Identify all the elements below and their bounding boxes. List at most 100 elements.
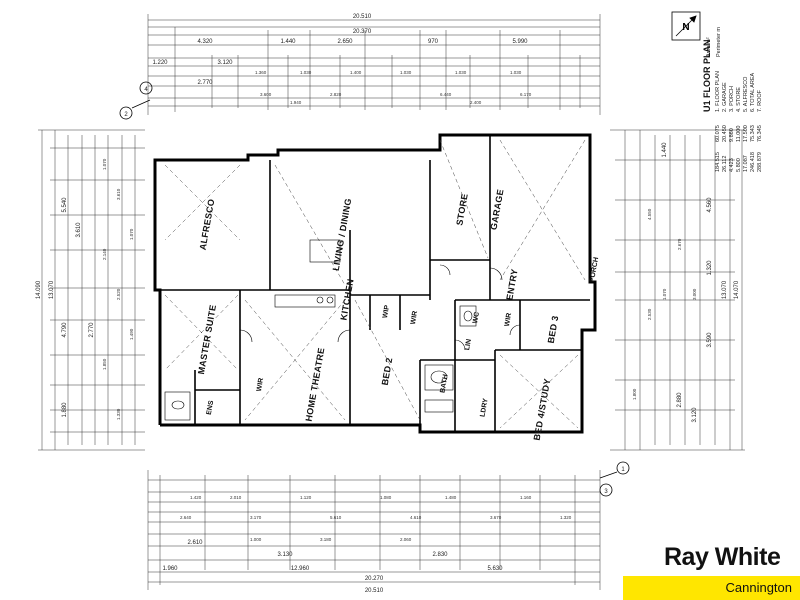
marker-3: 3 <box>604 489 608 495</box>
dim-left-e: 2.770 <box>89 322 95 338</box>
schedule-row-label: 7. ROOF <box>757 89 763 112</box>
room-linen: LIN <box>464 339 473 351</box>
svg-text:3.180: 3.180 <box>320 537 332 542</box>
dim-bottom-d: 2.610 <box>187 540 203 546</box>
svg-text:1.030: 1.030 <box>300 70 312 75</box>
dim-bottom-overall: 20.510 <box>365 588 384 594</box>
dim-top-b: 1.440 <box>280 39 296 45</box>
schedule-row-area: 26.112 <box>722 156 728 172</box>
schedule-row-perimeter: 9.860 <box>729 128 735 142</box>
room-bed-3: BED 3 <box>546 315 561 344</box>
right-dimensions <box>610 129 745 451</box>
dim-top-d: 970 <box>428 39 439 45</box>
schedule-row-area: 4.423 <box>729 158 735 172</box>
svg-text:4.610: 4.610 <box>410 515 422 520</box>
dim-bottom-a: 12.960 <box>291 566 310 572</box>
svg-text:2.640: 2.640 <box>180 515 192 520</box>
dim-top-f: 1.220 <box>152 60 168 66</box>
svg-text:6.440: 6.440 <box>440 92 452 97</box>
marker-2: 2 <box>124 112 128 118</box>
svg-text:5.610: 5.610 <box>330 515 342 520</box>
dim-right-sub: 13.070 <box>722 280 728 299</box>
schedule-row-area: 184.515 <box>715 152 721 172</box>
svg-text:2.010: 2.010 <box>230 495 242 500</box>
dim-top-sub: 20.370 <box>353 29 372 35</box>
schedule-row-area: 246.418 <box>750 152 756 172</box>
room-wir-3: WIR <box>504 312 513 327</box>
schedule-row-area: 288.879 <box>757 152 763 172</box>
schedule-row-perimeter: 60.075 <box>715 125 721 142</box>
marker-4: 4 <box>144 87 148 93</box>
svg-text:1.000: 1.000 <box>250 537 262 542</box>
svg-text:3.000: 3.000 <box>692 288 697 300</box>
schedule-row-area: 5.800 <box>736 158 742 172</box>
svg-text:1.080: 1.080 <box>380 495 392 500</box>
schedule-row-label: 3. PORCH <box>729 86 735 112</box>
dim-left-sub: 13.070 <box>49 280 55 299</box>
svg-text:6.170: 6.170 <box>520 92 532 97</box>
svg-text:1.070: 1.070 <box>129 228 134 240</box>
svg-text:1.070: 1.070 <box>102 158 107 170</box>
brand-logo: Ray White <box>664 543 781 571</box>
schedule-row-perimeter: 11.000 <box>736 126 742 142</box>
dim-top-g: 3.120 <box>217 60 233 66</box>
brand-office: Cannington <box>725 580 793 595</box>
svg-text:1.420: 1.420 <box>190 495 202 500</box>
svg-text:1.330: 1.330 <box>116 408 121 420</box>
room-bath: BATH <box>439 374 449 394</box>
svg-text:1.160: 1.160 <box>520 495 532 500</box>
section-markers <box>119 81 630 497</box>
dim-left-c: 1.880 <box>62 402 68 418</box>
dim-bottom-b: 5.630 <box>487 566 503 572</box>
dim-right-d: 3.120 <box>692 407 698 423</box>
room-porch: PORCH <box>589 257 600 283</box>
left-dimensions <box>38 129 145 451</box>
svg-text:1.030: 1.030 <box>455 70 467 75</box>
dim-left-a: 5.540 <box>62 197 68 213</box>
schedule-row-label: 2. GARAGE <box>722 82 728 112</box>
room-wip: WIP <box>382 304 391 319</box>
svg-text:1.400: 1.400 <box>350 70 362 75</box>
svg-text:1.120: 1.120 <box>300 495 312 500</box>
svg-text:1.940: 1.940 <box>290 100 302 105</box>
dim-top-overall: 20.510 <box>353 14 372 20</box>
schedule-perimeter-header: Perimeter m <box>716 27 722 57</box>
dim-top-a: 4.320 <box>197 39 213 45</box>
dim-left-d: 3.610 <box>76 222 82 238</box>
schedule-row-label: 4. STORE <box>736 87 742 112</box>
dim-right-f: 1.440 <box>662 142 668 158</box>
svg-text:1.480: 1.480 <box>445 495 457 500</box>
svg-text:3.610: 3.610 <box>116 188 121 200</box>
svg-text:3.170: 3.170 <box>250 515 262 520</box>
room-wc: WC <box>472 311 481 324</box>
svg-text:1.320: 1.320 <box>560 515 572 520</box>
schedule-row-label: 5. ALFRESCO <box>743 76 749 112</box>
schedule-title: U1 FLOOR PLAN <box>702 39 712 112</box>
schedule-row-perimeter: 20.450 <box>722 125 728 142</box>
room-ensuite: ENS <box>206 400 215 416</box>
dim-bottom-f: 2.830 <box>432 552 448 558</box>
svg-text:2.060: 2.060 <box>400 537 412 542</box>
dim-right-overall: 14.070 <box>734 280 740 299</box>
schedule-row-label: 1. FLOOR PLAN <box>715 71 721 112</box>
svg-text:2.530: 2.530 <box>647 308 652 320</box>
area-schedule: U1 FLOOR PLAN Area m² Perimeter m 1. FLO… <box>702 27 763 172</box>
room-laundry: LDRY <box>479 398 489 418</box>
room-bed-2: BED 2 <box>380 357 395 386</box>
dim-right-c: 3.590 <box>707 332 713 348</box>
bottom-dimensions <box>147 470 601 590</box>
schedule-row-label: 6. TOTAL AREA <box>750 72 756 112</box>
svg-text:2.140: 2.140 <box>102 248 107 260</box>
svg-text:2.400: 2.400 <box>470 100 482 105</box>
dim-left-b: 4.790 <box>62 322 68 338</box>
left-minor-dimensions: 1.070 2.140 1.850 3.610 2.520 1.330 1.07… <box>102 158 134 420</box>
fixtures <box>164 239 521 421</box>
dim-top-h: 2.770 <box>197 80 213 86</box>
svg-text:3.670: 3.670 <box>490 515 502 520</box>
dim-bottom-e: 3.130 <box>277 552 293 558</box>
svg-text:1.070: 1.070 <box>662 288 667 300</box>
north-arrow-icon: N <box>671 11 701 41</box>
svg-text:2.820: 2.820 <box>330 92 342 97</box>
